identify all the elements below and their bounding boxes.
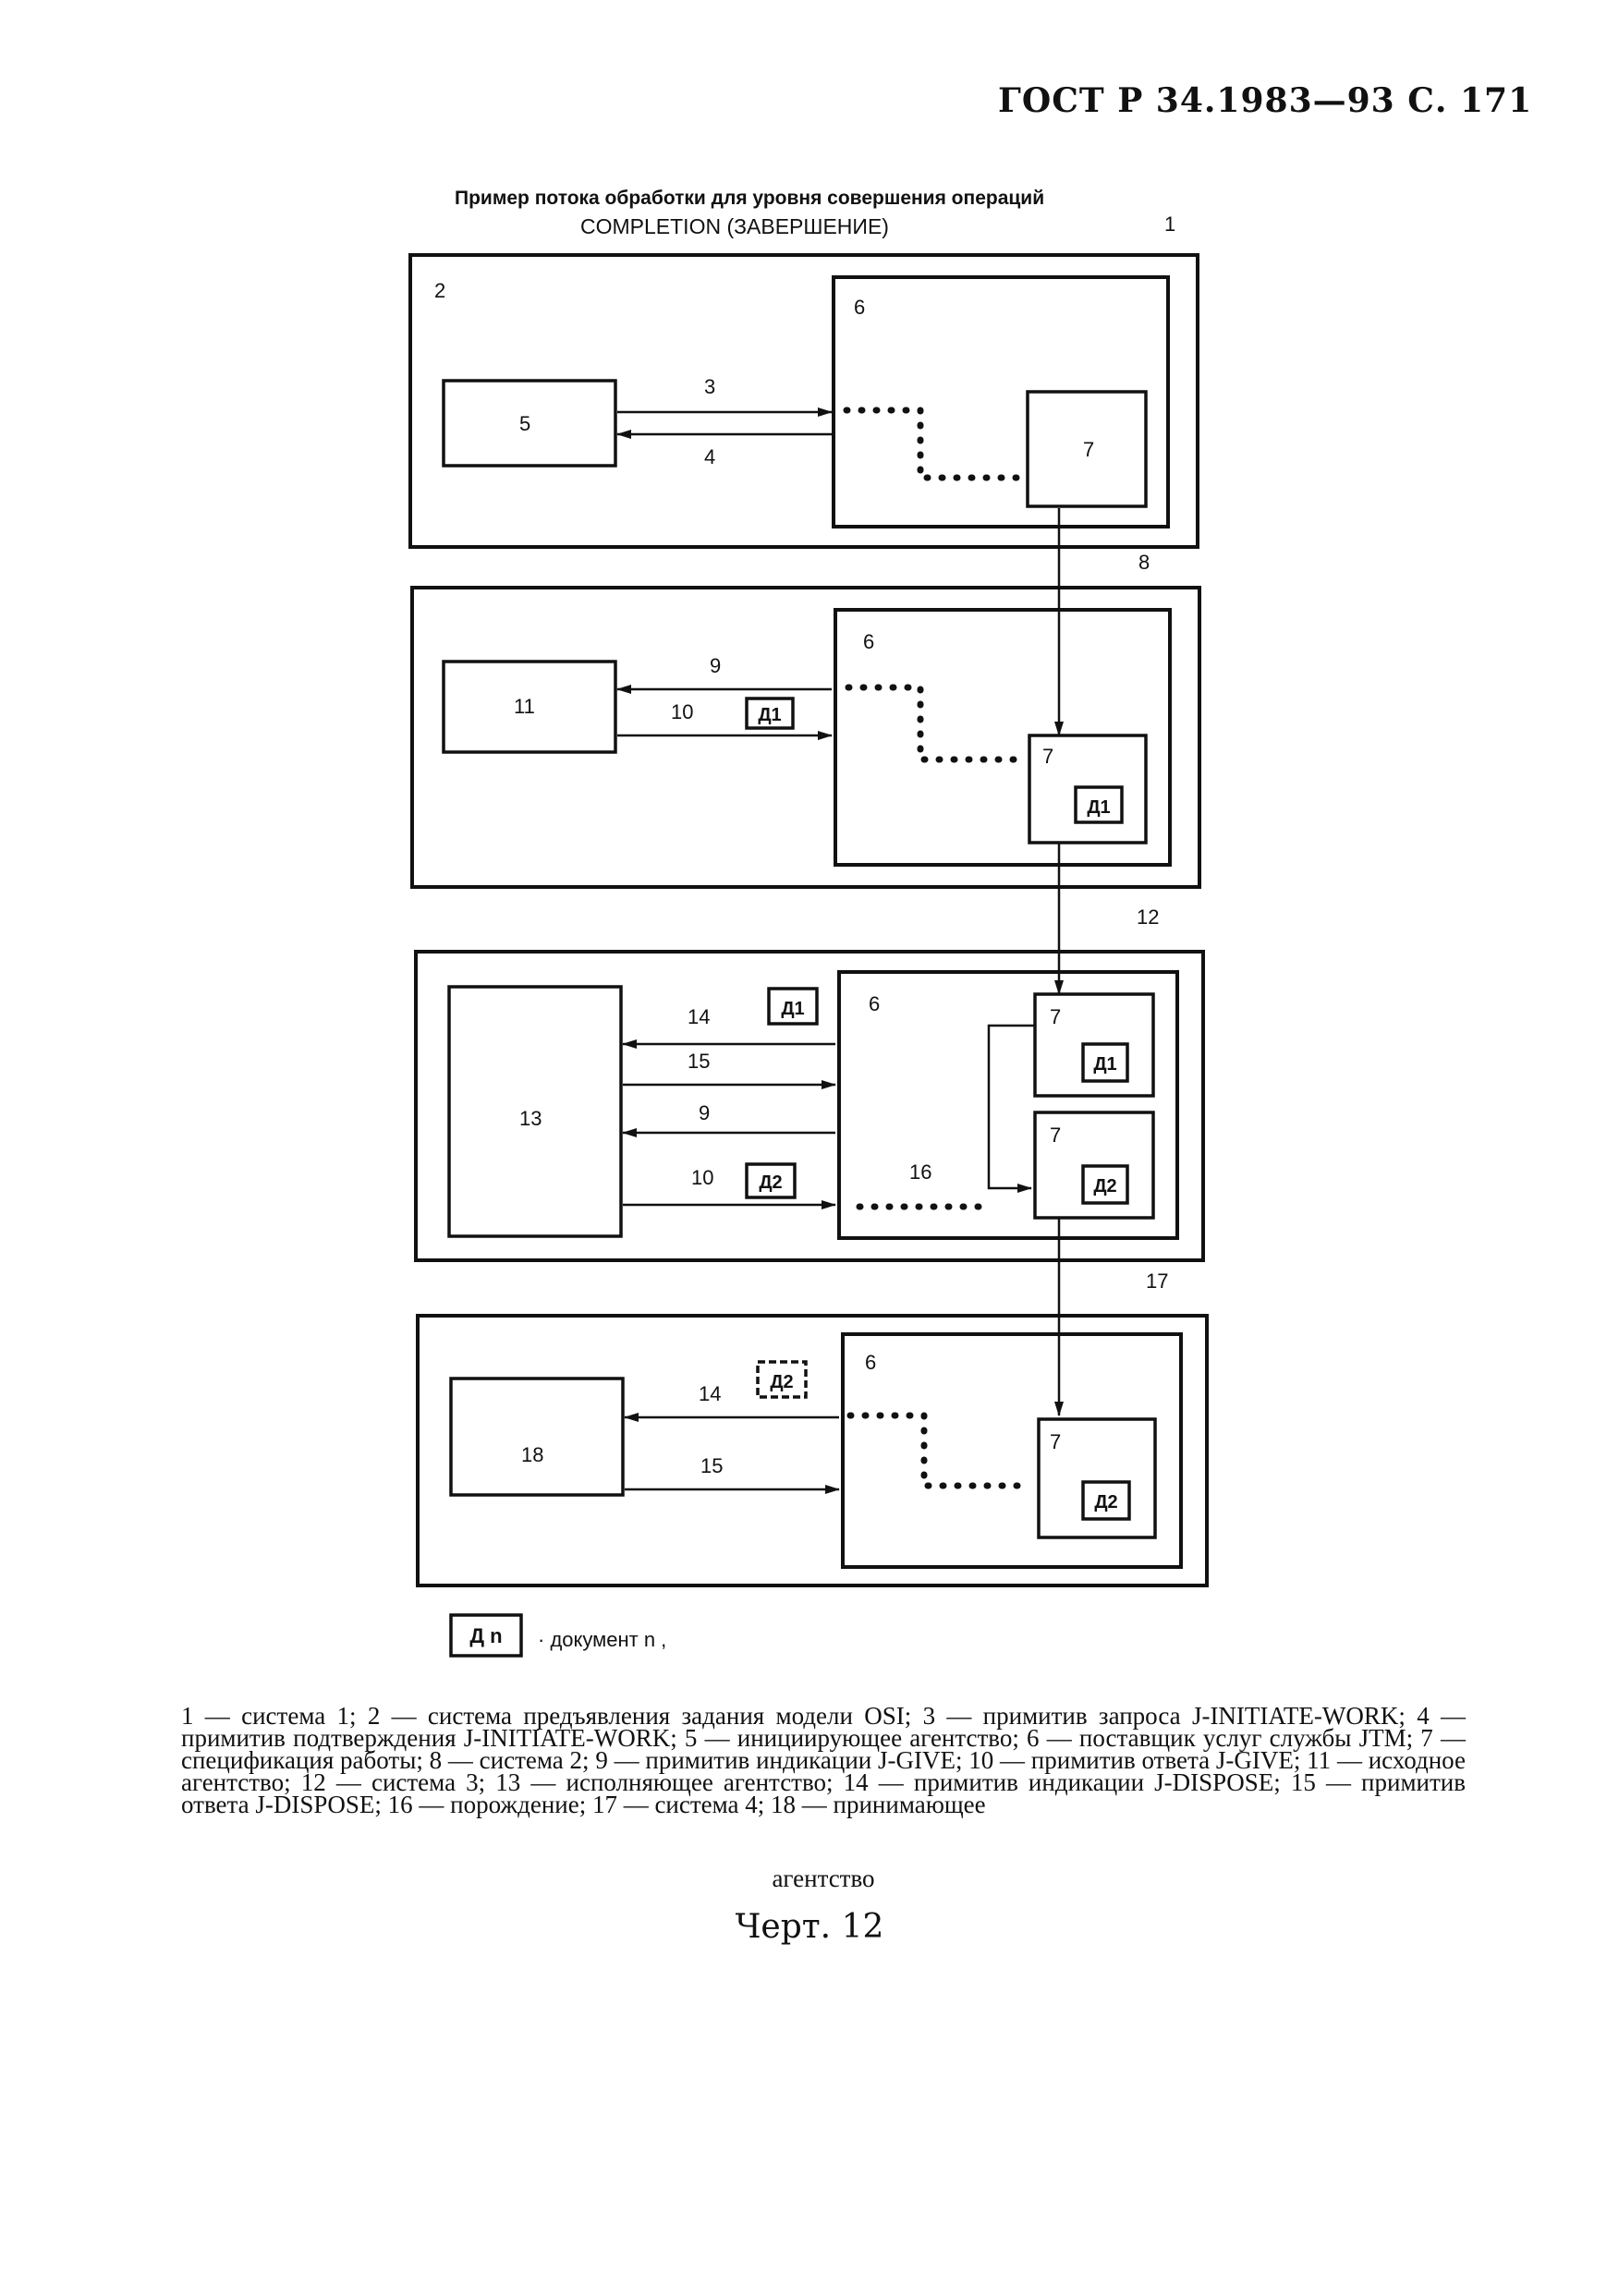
dotted-path-2 bbox=[845, 684, 1028, 763]
initiating-agency-label: 5 bbox=[519, 412, 530, 435]
give-response-label-3: 10 bbox=[691, 1166, 713, 1189]
system-3-box bbox=[414, 950, 1205, 1262]
dispose-indication-label: 14 bbox=[688, 1005, 710, 1028]
page-header: ГОСТ Р 34.1983—93 С. 171 bbox=[998, 81, 1533, 120]
work-spec-label-4: 7 bbox=[1050, 1430, 1061, 1453]
system-4-box bbox=[416, 1314, 1209, 1587]
arrow-spawn bbox=[987, 1024, 1035, 1193]
source-agency-label: 11 bbox=[514, 695, 535, 718]
work-spec-box-4 bbox=[1037, 1417, 1157, 1539]
work-spec-label: 7 bbox=[1083, 438, 1094, 461]
initiating-agency-box bbox=[442, 379, 617, 468]
jtm-provider-label-2: 6 bbox=[863, 630, 874, 653]
system-3-label: 12 bbox=[1137, 905, 1159, 929]
system-2: 11 6 7 Д1 9 10 Д1 bbox=[410, 586, 1201, 889]
dispose-indication-label-4: 14 bbox=[699, 1382, 721, 1405]
doc-d2-transfer-box bbox=[745, 1162, 797, 1199]
doc-d2-box-3 bbox=[1081, 1164, 1129, 1205]
jtm-provider-label-4: 6 bbox=[865, 1351, 876, 1374]
confirm-primitive-label: 4 bbox=[704, 445, 715, 468]
jtm-provider-box-2 bbox=[834, 608, 1172, 867]
doc-d2-label-4: Д2 bbox=[1094, 1492, 1117, 1512]
work-spec-box bbox=[1026, 390, 1148, 508]
doc-d2-dispose-label: Д2 bbox=[770, 1372, 793, 1392]
jtm-provider-box-4 bbox=[841, 1332, 1183, 1569]
request-primitive-label: 3 bbox=[704, 375, 715, 398]
dotted-path-1 bbox=[843, 407, 1028, 481]
system-4-label: 17 bbox=[1146, 1269, 1168, 1293]
doc-d2-dispose-box bbox=[756, 1360, 808, 1399]
doc-d1-dispose-box bbox=[767, 987, 819, 1026]
doc-legend-text: · документ n , bbox=[538, 1628, 667, 1651]
doc-d1-box bbox=[1074, 785, 1124, 824]
source-agency-box bbox=[442, 660, 617, 754]
diagram-subtitle: COMPLETION (ЗАВЕРШЕНИЕ) bbox=[580, 214, 889, 238]
figure-legend-end: агентство bbox=[772, 1865, 875, 1892]
work-spec-label-2: 7 bbox=[1042, 745, 1053, 768]
system-2-label: 8 bbox=[1138, 551, 1150, 574]
work-spec-label-3a: 7 bbox=[1050, 1005, 1061, 1028]
system-1-label: 1 bbox=[1164, 213, 1175, 236]
doc-d1-transfer-box bbox=[745, 697, 795, 730]
system-4: 18 6 7 Д2 14 Д2 15 bbox=[416, 1314, 1209, 1587]
jtm-provider-label: 6 bbox=[854, 296, 865, 319]
system-2-box bbox=[410, 586, 1201, 889]
doc-d2-box-4 bbox=[1081, 1480, 1131, 1521]
doc-d1-transfer-label: Д1 bbox=[758, 705, 781, 725]
jtm-provider-label-3: 6 bbox=[869, 992, 880, 1015]
jtm-provider-box bbox=[832, 275, 1170, 528]
work-spec-box-2 bbox=[1028, 734, 1148, 844]
system-1-box bbox=[408, 253, 1199, 549]
doc-d1-box-3 bbox=[1081, 1042, 1129, 1083]
give-indication-label: 9 bbox=[710, 654, 721, 677]
submission-system-label: 2 bbox=[434, 279, 445, 302]
spawn-label: 16 bbox=[909, 1160, 931, 1184]
dispose-response-label-4: 15 bbox=[700, 1454, 723, 1477]
figure-caption: Черт. 12 bbox=[735, 1908, 884, 1946]
system-3: 13 6 7 Д1 7 Д2 16 14 Д1 15 9 10 Д2 bbox=[414, 950, 1205, 1262]
doc-d1-label: Д1 bbox=[1087, 797, 1110, 818]
doc-d2-label-3: Д2 bbox=[1093, 1176, 1116, 1197]
work-spec-box-3b bbox=[1033, 1111, 1155, 1220]
doc-d2-transfer-label: Д2 bbox=[759, 1172, 782, 1193]
doc-d1-label-3: Д1 bbox=[1093, 1054, 1116, 1075]
doc-legend-box-label: Д n bbox=[469, 1624, 502, 1647]
give-response-label: 10 bbox=[671, 700, 693, 723]
dispose-response-label: 15 bbox=[688, 1050, 710, 1073]
work-spec-label-3b: 7 bbox=[1050, 1124, 1061, 1147]
work-spec-box-3a bbox=[1033, 992, 1155, 1098]
give-indication-label-3: 9 bbox=[699, 1101, 710, 1124]
doc-d1-dispose-label: Д1 bbox=[781, 999, 804, 1019]
receiving-agency-label: 18 bbox=[521, 1443, 543, 1466]
system-1: 1 2 5 6 7 3 4 bbox=[408, 213, 1199, 549]
doc-legend-box bbox=[449, 1613, 523, 1658]
executing-agency-box bbox=[447, 985, 623, 1238]
receiving-agency-box bbox=[449, 1377, 625, 1497]
dotted-path-4 bbox=[846, 1412, 1035, 1489]
jtm-provider-box-3 bbox=[837, 970, 1179, 1240]
diagram-title: Пример потока обработки для уровня совер… bbox=[455, 188, 1045, 209]
executing-agency-label: 13 bbox=[519, 1107, 542, 1130]
figure-legend: 1 — система 1; 2 — система предъявления … bbox=[181, 1702, 1466, 1818]
